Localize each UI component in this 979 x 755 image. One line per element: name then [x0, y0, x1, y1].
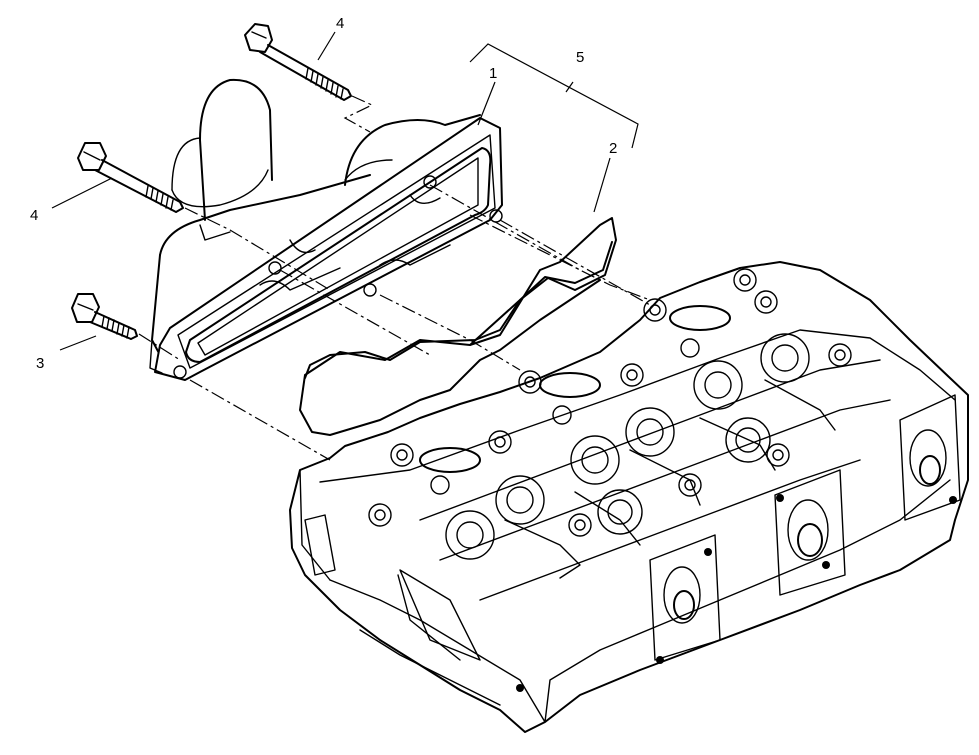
cylinder-head — [289, 261, 969, 733]
leader-lines — [51, 31, 639, 351]
gasket — [299, 217, 617, 436]
callout-4-left: 4 — [30, 207, 38, 224]
long-bolt-top — [244, 23, 352, 101]
callout-4-top: 4 — [336, 15, 344, 32]
callout-1: 1 — [489, 65, 497, 82]
callout-5: 5 — [576, 49, 584, 66]
valve-seats — [445, 333, 810, 560]
assembly-centerlines — [138, 95, 651, 461]
short-bolt — [71, 293, 138, 340]
long-bolt-left — [77, 142, 184, 213]
exhaust-manifold — [149, 78, 503, 381]
bolt-clips — [368, 268, 852, 537]
callout-2: 2 — [609, 140, 617, 157]
callout-3: 3 — [36, 355, 44, 372]
